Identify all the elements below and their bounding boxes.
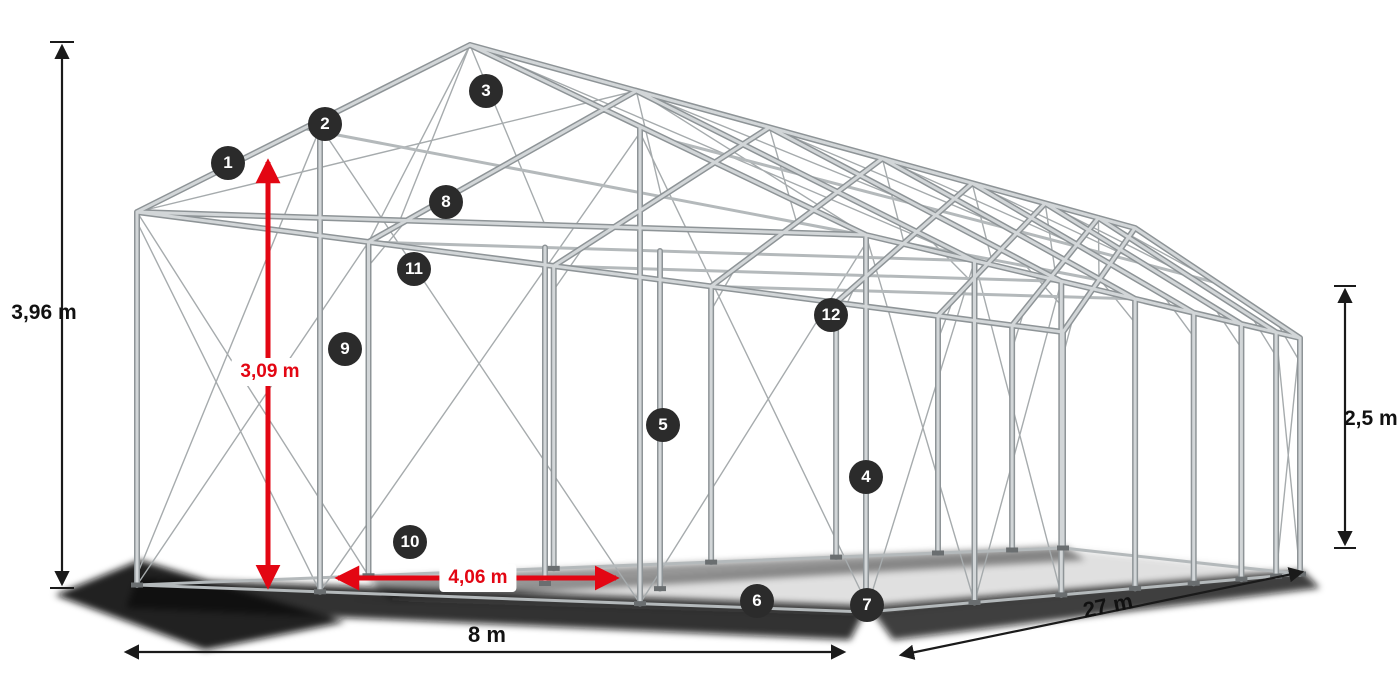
dimension-door-width: 4,06 m — [439, 564, 517, 592]
part-marker-6: 6 — [740, 584, 774, 618]
part-marker-3: 3 — [469, 74, 503, 108]
dimension-total-height: 3,96 m — [11, 301, 77, 324]
part-marker-9: 9 — [328, 332, 362, 366]
frame-rails — [135, 127, 1302, 614]
frame-tube — [135, 43, 1302, 614]
part-marker-10: 10 — [393, 525, 427, 559]
part-marker-7: 7 — [850, 588, 884, 622]
part-marker-8: 8 — [429, 185, 463, 219]
dimension-side-height: 2,5 m — [1344, 407, 1398, 430]
part-marker-2: 2 — [308, 107, 342, 141]
dimension-door-height: 3,09 m — [231, 358, 309, 386]
part-marker-12: 12 — [814, 298, 848, 332]
part-marker-5: 5 — [646, 408, 680, 442]
length-arrow — [898, 567, 1305, 660]
part-marker-4: 4 — [849, 460, 883, 494]
part-marker-11: 11 — [397, 252, 431, 286]
dimension-width: 8 m — [468, 622, 506, 647]
part-marker-1: 1 — [211, 146, 245, 180]
